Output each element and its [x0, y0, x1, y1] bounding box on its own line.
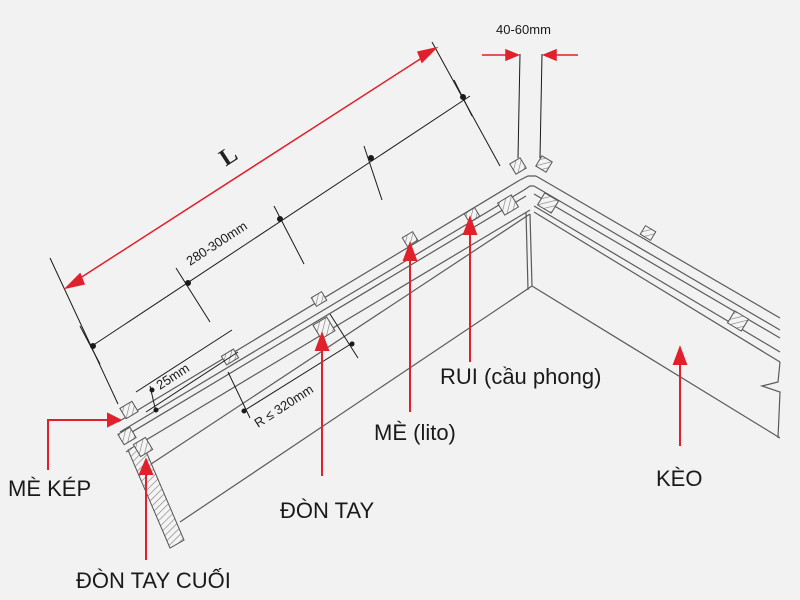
don-tay-section: [312, 316, 336, 340]
me-kep-arrow: [47, 419, 112, 470]
rui-label: RUI (cầu phong): [440, 364, 601, 389]
me-kep-label: MÈ KÉP: [8, 476, 91, 501]
lito-section-right: [639, 224, 657, 242]
purlin-section-right: [726, 310, 750, 332]
offset-25mm-label: 25mm: [153, 360, 191, 392]
ridge-lito-left: [509, 157, 527, 175]
keo-label: KÈO: [656, 466, 702, 491]
roof-left-slope: [117, 179, 533, 523]
dimension-lines: [49, 41, 543, 419]
length-L-label: L: [215, 141, 243, 172]
lito-section-4: [463, 206, 481, 224]
ridge-gap-arrows: [482, 48, 578, 62]
don-tay-label: ĐÒN TAY: [280, 498, 374, 523]
end-purlin-cap: [132, 436, 154, 458]
me-kep-section-top: [119, 400, 139, 420]
pointer-arrows: [47, 215, 688, 560]
rafter-spacing-label: R ≤ 320mm: [251, 381, 315, 430]
lito-section-3: [401, 230, 419, 248]
ridge-joint: [519, 175, 536, 191]
don-tay-cuoi-section: [127, 441, 185, 549]
don-tay-cuoi-label: ĐÒN TAY CUỐI: [76, 567, 231, 593]
length-L-arrow: [63, 46, 439, 290]
me-kep-section-bottom: [117, 426, 137, 446]
lito-spacing-label: 280-300mm: [183, 218, 249, 268]
roof-right-slope: [531, 175, 781, 439]
lito-section-2: [310, 290, 328, 308]
ridge-lito-right: [535, 155, 553, 173]
wood-sections: [117, 155, 750, 549]
ridge-purlin-left: [496, 194, 520, 216]
ridge-purlin-right: [536, 192, 560, 214]
me-lito-label: MÈ (lito): [374, 420, 456, 445]
ridge-gap-label: 40-60mm: [496, 22, 551, 37]
